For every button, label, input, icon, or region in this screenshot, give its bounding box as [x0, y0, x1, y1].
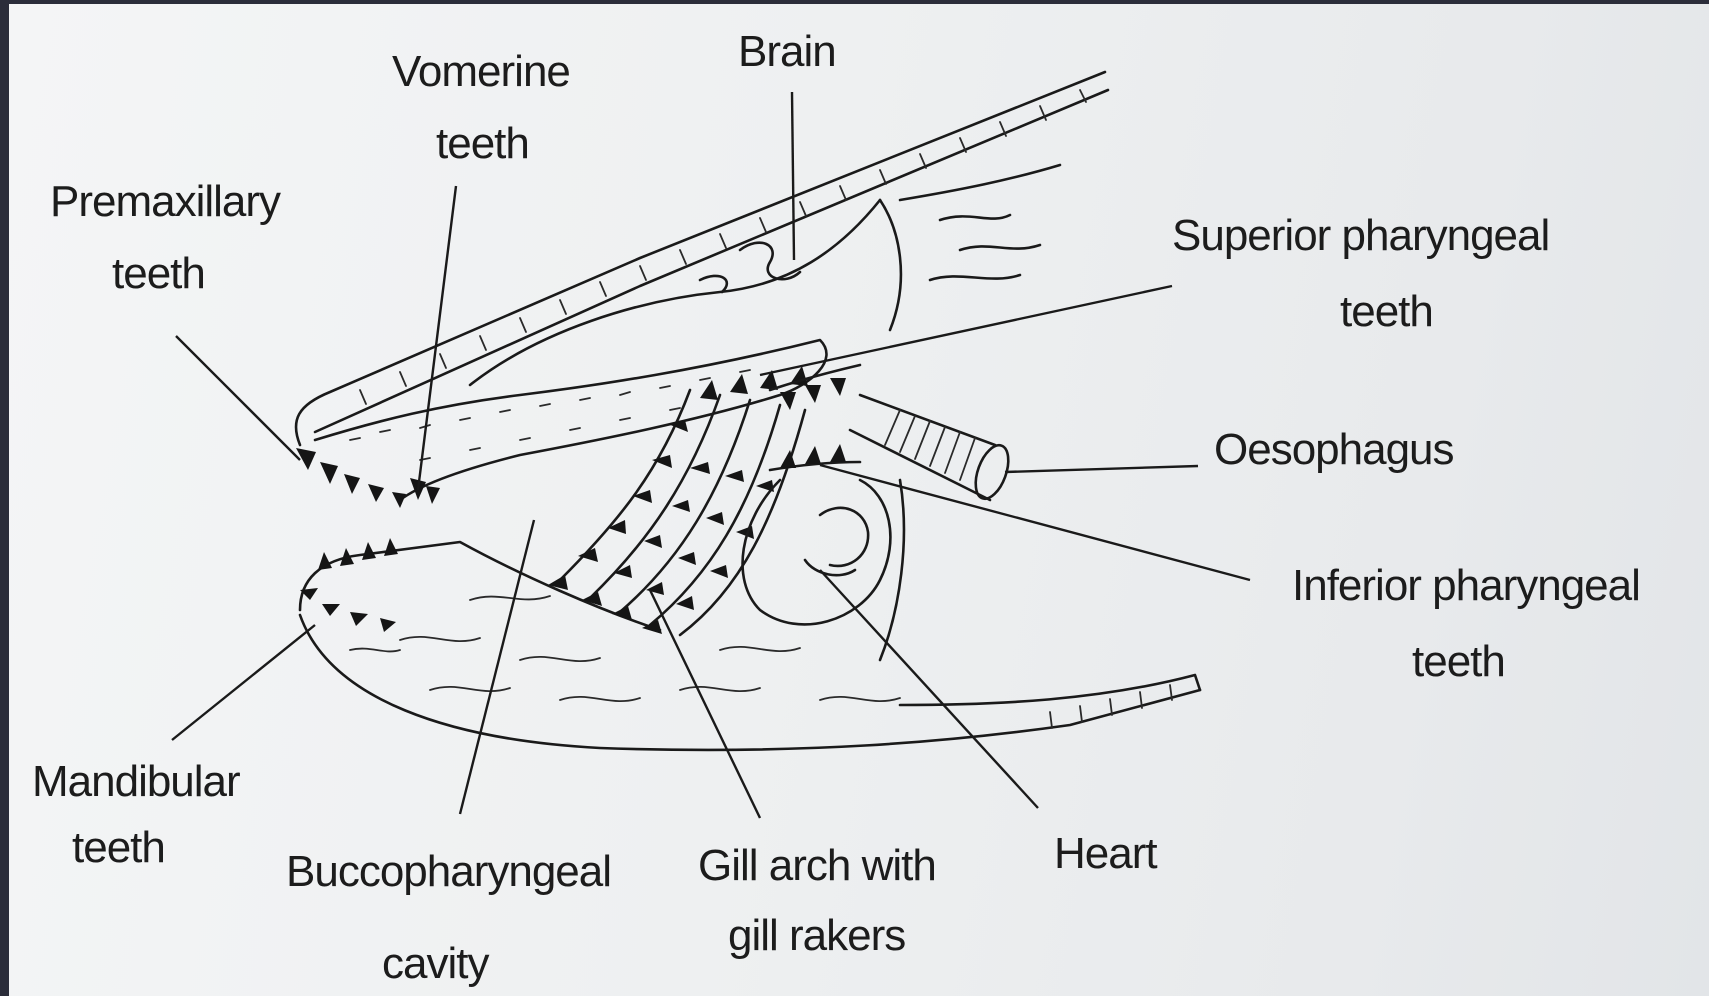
label-buccal-line1: Buccopharyngeal — [286, 847, 611, 896]
label-oesophagus: Oesophagus — [1214, 425, 1454, 474]
leader-vomerine — [418, 186, 456, 490]
label-inferior-line2: teeth — [1412, 637, 1505, 686]
premaxillary-teeth — [296, 448, 406, 508]
label-gill-line1: Gill arch with — [698, 841, 936, 890]
label-premaxillary-line1: Premaxillary — [50, 177, 281, 226]
label-gill-line2: gill rakers — [728, 911, 905, 960]
label-buccal-line2: cavity — [382, 939, 489, 988]
lower-jaw — [300, 542, 1200, 750]
leader-buccal — [460, 520, 534, 814]
leader-brain — [792, 92, 794, 260]
label-brain: Brain — [738, 27, 836, 76]
leader-lines — [172, 92, 1250, 818]
leader-heart — [820, 570, 1038, 808]
leader-mandibular — [172, 625, 315, 740]
gill-rakers — [548, 366, 808, 634]
heart-region — [743, 480, 904, 660]
label-mandibular-line2: teeth — [72, 823, 165, 872]
label-mandibular-line1: Mandibular — [32, 757, 240, 806]
leader-premaxillary — [176, 336, 300, 460]
leader-inferior — [820, 465, 1250, 580]
pharyngeal-teeth — [770, 365, 860, 470]
label-premaxillary-line2: teeth — [112, 249, 205, 298]
label-inferior-line1: Inferior pharyngeal — [1292, 561, 1640, 610]
label-vomerine-line1: Vomerine — [392, 47, 570, 96]
label-vomerine-line2: teeth — [436, 119, 529, 168]
leader-gill — [650, 590, 760, 818]
label-heart: Heart — [1054, 829, 1157, 878]
leader-oesophagus — [1005, 466, 1198, 472]
leader-superior — [760, 286, 1172, 375]
upper-jaw — [296, 72, 1108, 500]
oesophagus-tube — [850, 395, 1015, 503]
label-superior-line2: teeth — [1340, 287, 1433, 336]
gill-arches — [548, 366, 808, 635]
label-superior-line1: Superior pharyngeal — [1172, 211, 1549, 260]
